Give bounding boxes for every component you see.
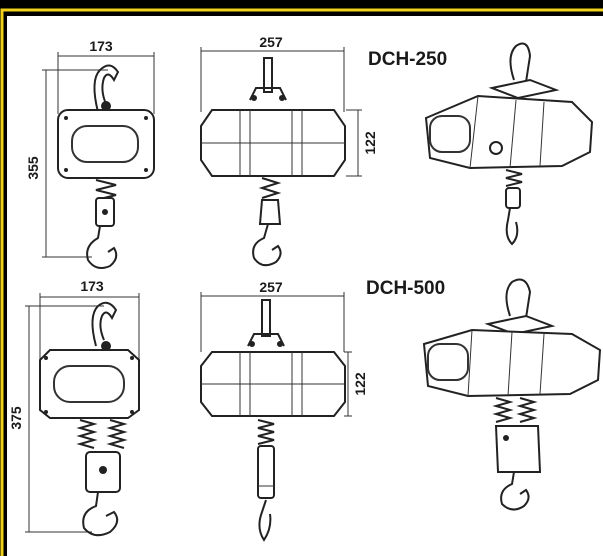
dch250-front-height-dimension: 355 [25,69,108,258]
dch250-side-view [200,57,346,267]
dch250-side-width-dimension: 257 [200,34,345,112]
dch500-side-height: 122 [352,372,368,396]
dch500-front-width-dimension: 173 [39,278,140,360]
dch500-side-width-dimension: 257 [200,279,345,352]
dch250-side-height: 122 [362,131,378,155]
dch500-side-width: 257 [259,279,283,295]
dch500-group: 173 375 257 [8,278,602,542]
dch500-front-view [39,301,140,537]
yellow-border [0,8,603,556]
dch250-front-width-dimension: 173 [57,38,155,114]
dch250-group: 173 355 257 [25,34,594,269]
dch500-side-view [200,299,346,542]
dch500-front-height: 375 [8,406,24,430]
dch500-front-height-dimension: 375 [8,305,104,533]
dch250-perspective-view [424,42,594,246]
dch250-side-width: 257 [259,34,283,50]
dch250-side-height-dimension: 122 [346,109,378,177]
dch250-front-width: 173 [89,38,113,54]
dch250-model-label: DCH-250 [368,49,447,70]
dch250-front-height: 355 [25,156,41,180]
dch500-model-label: DCH-500 [366,278,445,299]
dch250-front-view [57,64,155,269]
dch500-perspective-view [422,278,602,511]
dch500-side-height-dimension: 122 [344,351,368,417]
dch500-front-width: 173 [80,278,104,294]
